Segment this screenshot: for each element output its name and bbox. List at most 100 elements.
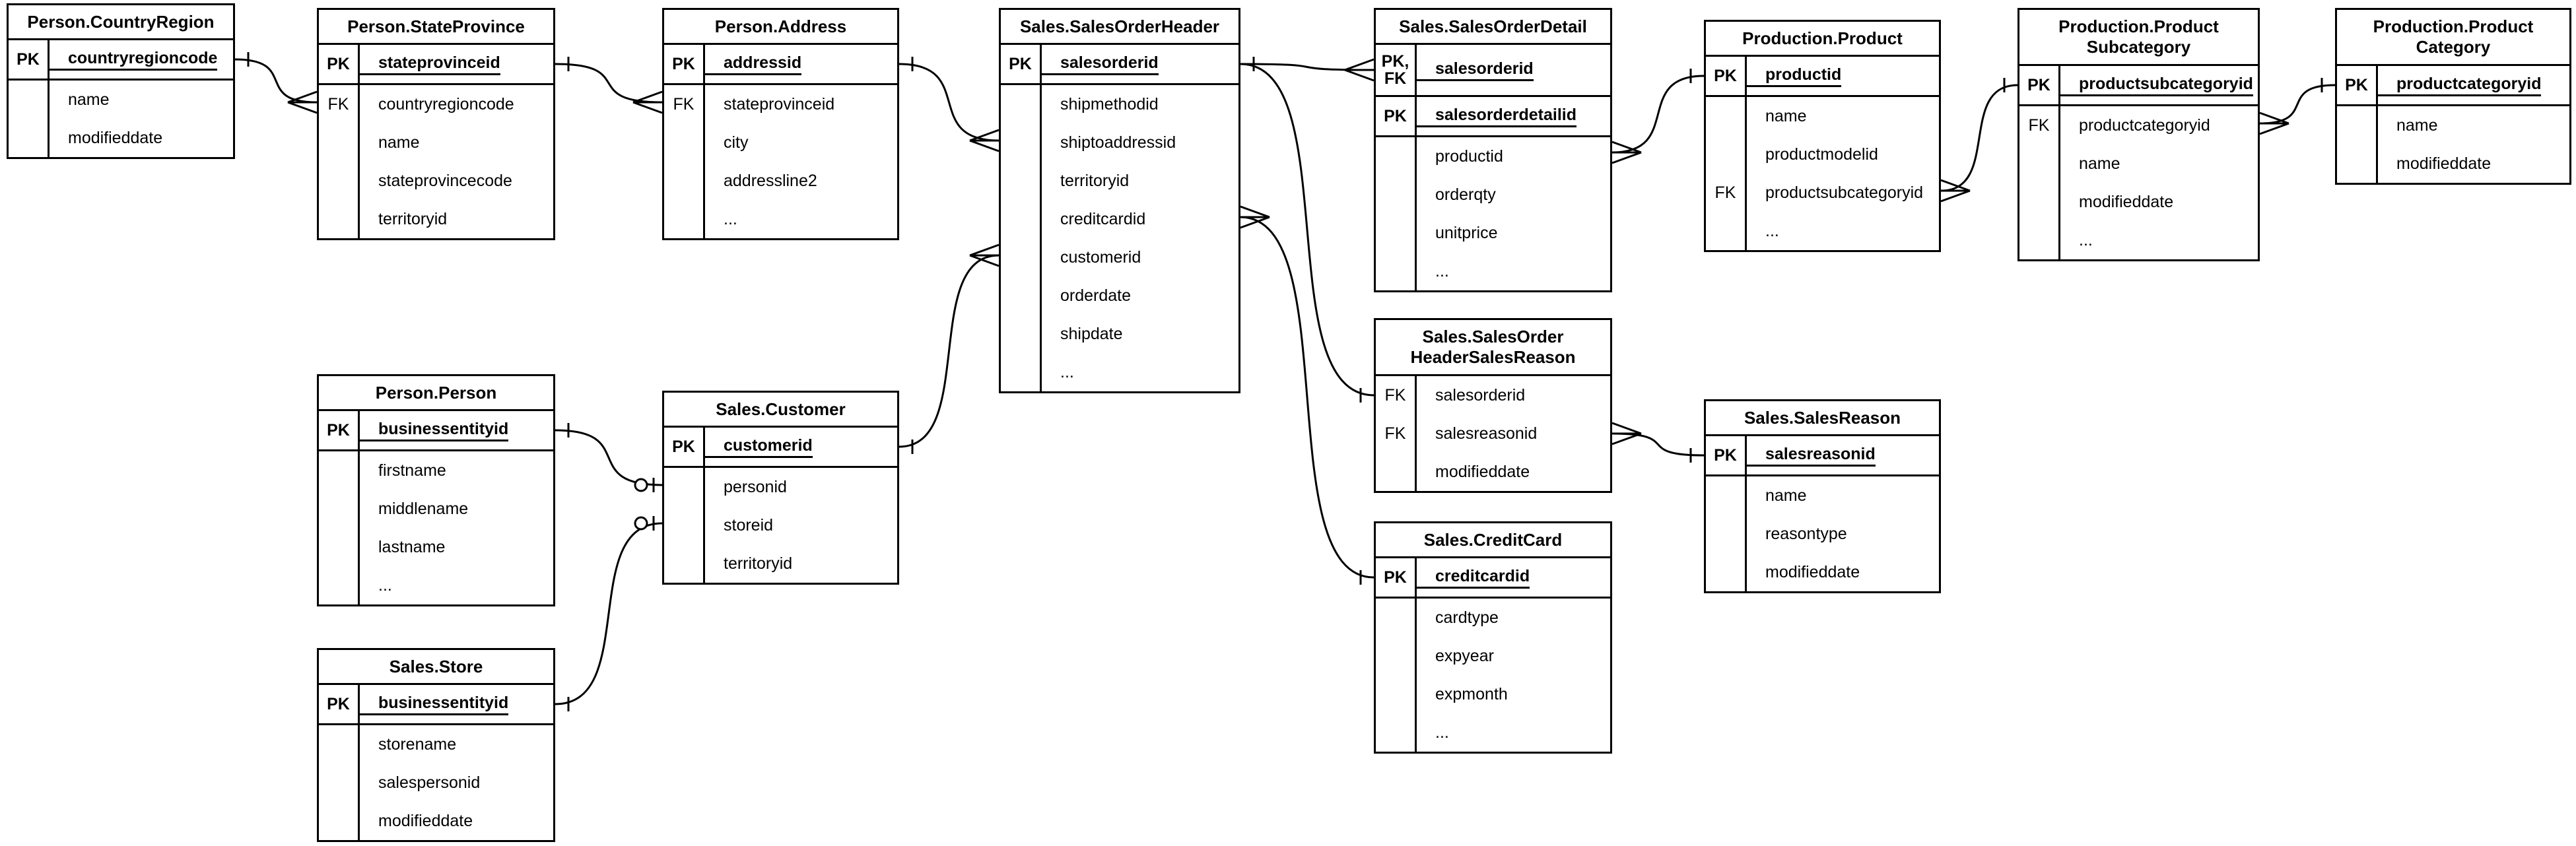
entity-title: Sales.Store xyxy=(319,650,553,685)
row-key-label: PK xyxy=(1001,45,1042,83)
row-field-name: productid xyxy=(1435,146,1503,166)
row-field-name: salesreasonid xyxy=(1435,424,1538,443)
field-row: ... xyxy=(1706,212,1939,250)
row-field-name: firstname xyxy=(378,461,446,480)
relationship-line xyxy=(1240,216,1374,579)
row-field-name: name xyxy=(1765,106,1807,125)
row-field-name: salesorderid xyxy=(1417,59,1534,81)
field-row: creditcardid xyxy=(1001,200,1238,238)
entity-title: Sales.SalesOrderHeader xyxy=(1001,10,1238,45)
crow-foot-many-marker xyxy=(1611,422,1642,445)
entity-section: name modifieddate xyxy=(9,79,233,157)
row-key-label xyxy=(1706,476,1747,515)
row-field-name: shiptoaddressid xyxy=(1060,133,1176,152)
entity-title: Sales.SalesOrderDetail xyxy=(1376,10,1610,45)
field-row: stateprovincecode xyxy=(319,162,553,200)
entity-title: Person.Person xyxy=(319,376,553,411)
row-field-name: ... xyxy=(1435,261,1449,280)
entity-title-line: Sales.SalesOrder xyxy=(1422,327,1564,347)
row-field-name: city xyxy=(724,133,749,152)
row-field-name: expmonth xyxy=(1435,684,1508,703)
field-row: shipdate xyxy=(1001,315,1238,353)
row-field-name: cardtype xyxy=(1435,608,1499,627)
row-field-name: territoryid xyxy=(378,209,448,228)
field-row: orderqty xyxy=(1376,176,1610,214)
row-key-label: PK, FK xyxy=(1376,45,1417,95)
field-row: ... xyxy=(1376,252,1610,290)
row-field-name: name xyxy=(1765,486,1807,505)
field-row: reasontype xyxy=(1706,515,1939,553)
row-field-name: customerid xyxy=(705,436,813,458)
row-field-name: name xyxy=(378,133,420,152)
row-key-label xyxy=(2337,106,2378,145)
row-field-name: addressline2 xyxy=(724,171,817,190)
row-key-label xyxy=(2019,145,2060,183)
row-field-name: productmodelid xyxy=(1765,145,1878,164)
row-key-label: FK xyxy=(1706,174,1747,212)
row-key-label xyxy=(319,123,360,162)
entity-title: Production.Product xyxy=(1706,22,1939,57)
row-key-label: PK xyxy=(1376,97,1417,135)
crow-foot-many-marker xyxy=(1611,141,1642,164)
row-key-label xyxy=(1376,713,1417,752)
row-key-label xyxy=(1001,238,1042,277)
field-row: modifieddate xyxy=(2337,145,2569,183)
row-key-label xyxy=(319,566,360,604)
row-field-name: modifieddate xyxy=(68,128,163,147)
relationship-salesorderheadersalesreason-salesreason xyxy=(1611,422,1705,463)
relationship-customer-salesorderheader xyxy=(898,244,1000,454)
row-field-name: name xyxy=(68,90,110,109)
row-key-label xyxy=(1001,85,1042,123)
row-field-name: salesreasonid xyxy=(1747,445,1876,467)
row-field-name: shipdate xyxy=(1060,324,1123,343)
row-field-name: modifieddate xyxy=(1765,562,1860,581)
field-row: customerid xyxy=(1001,238,1238,277)
row-field-name: productsubcategoryid xyxy=(1765,183,1924,202)
row-key-label: PK xyxy=(1706,57,1747,95)
field-row: ... xyxy=(2019,221,2258,259)
row-key-label xyxy=(1376,599,1417,637)
entity-title-line: Production.Product xyxy=(1742,28,1903,48)
row-key-label: FK xyxy=(2019,106,2060,145)
relationship-line xyxy=(1940,84,2018,192)
field-row: productmodelid xyxy=(1706,135,1939,174)
row-key-label: FK xyxy=(1376,414,1417,453)
crow-foot-many-marker xyxy=(969,129,1000,152)
row-field-name: businessentityid xyxy=(360,420,509,441)
relationship-line xyxy=(234,58,318,104)
field-row: ... xyxy=(1376,713,1610,752)
field-row: modifieddate xyxy=(2019,183,2258,221)
row-key-label xyxy=(319,725,360,764)
crow-foot-many-marker xyxy=(1940,179,1971,203)
crow-foot-many-marker xyxy=(1344,58,1374,82)
row-field-name: modifieddate xyxy=(1435,462,1530,481)
row-field-name: expyear xyxy=(1435,646,1494,665)
entity-title: Person.CountryRegion xyxy=(9,5,233,40)
field-row: shipmethodid xyxy=(1001,85,1238,123)
row-key-label: PK xyxy=(664,428,705,466)
entity-title-line: Subcategory xyxy=(2086,37,2191,57)
field-row: storename xyxy=(319,725,553,764)
field-row: expyear xyxy=(1376,637,1610,675)
entity-title-line: Production.Product xyxy=(2058,16,2219,37)
field-row: ... xyxy=(319,566,553,604)
field-row: modifieddate xyxy=(9,119,233,157)
field-row: name xyxy=(2337,106,2569,145)
